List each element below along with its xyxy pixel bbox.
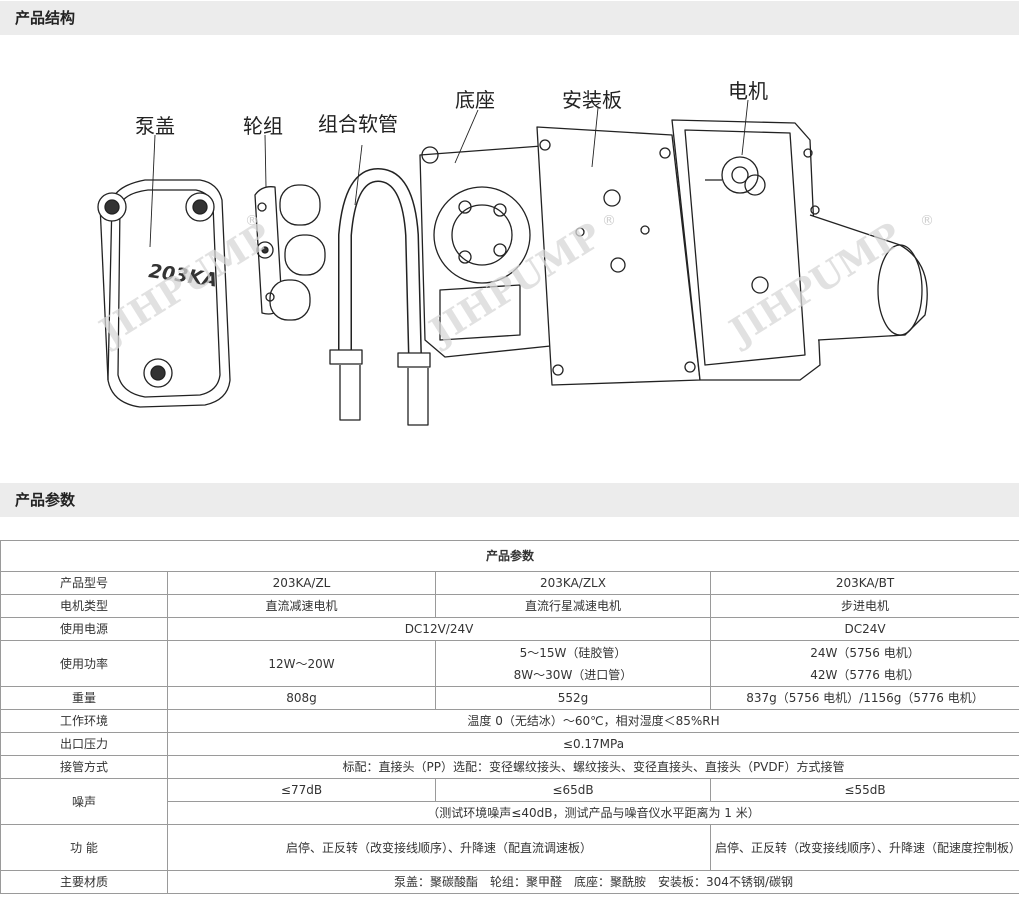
table-row: （测试环境噪声≤40dB，测试产品与噪音仪水平距离为 1 米） (1, 801, 1019, 825)
label-pump-cover: 泵盖 (135, 114, 175, 138)
cell: 808g (167, 686, 436, 710)
motor-illustration (671, 119, 928, 381)
table-row: 产品型号 203KA/ZL 203KA/ZLX 203KA/BT (0, 571, 1019, 595)
table-row: 噪声 ≤77dB ≤65dB ≤55dB (0, 778, 1019, 825)
row-label: 工作环境 (0, 709, 168, 733)
row-label: 主要材质 (0, 870, 168, 894)
section-header-structure: 产品结构 (0, 1, 1019, 35)
spec-table: 产品参数 产品型号 203KA/ZL 203KA/ZLX 203KA/BT 电机… (0, 540, 1019, 894)
section-title: 产品参数 (15, 491, 76, 509)
cell-line: 8W～30W（进口管） (513, 667, 633, 682)
table-row: 功 能 启停、正反转（改变接线顺序）、升降速（配直流调速板） 启停、正反转（改变… (0, 824, 1019, 871)
cell: 温度 0（无结冰）～60℃，相对湿度＜85%RH (166, 709, 1019, 733)
label-mount-plate: 安装板 (562, 88, 622, 112)
cell-line: 24W（5756 电机） (810, 645, 920, 660)
table-row: 重量 808g 552g 837g（5756 电机）/1156g（5776 电机… (0, 686, 1019, 710)
label-tube: 组合软管 (318, 112, 398, 136)
cell: DC12V/24V (167, 617, 711, 641)
cell: 启停、正反转（改变接线顺序）、升降速（配速度控制板） (709, 824, 1019, 871)
cell: 24W（5756 电机） 42W（5776 电机） (709, 640, 1019, 687)
row-label: 功 能 (0, 824, 168, 871)
cell: 837g（5756 电机）/1156g（5776 电机） (709, 686, 1019, 710)
pump-cover-illustration (97, 179, 231, 408)
section-title: 产品结构 (15, 9, 76, 27)
table-row: 使用电源 DC12V/24V DC24V (0, 617, 1019, 641)
cell: ≤0.17MPa (166, 732, 1019, 756)
registered-mark: ® (602, 213, 616, 229)
table-title: 产品参数 (0, 540, 1019, 572)
cell: 12W～20W (167, 640, 436, 687)
label-roller: 轮组 (243, 114, 283, 138)
cell: （测试环境噪声≤40dB，测试产品与噪音仪水平距离为 1 米） (166, 801, 1019, 825)
tube-illustration (329, 168, 431, 426)
row-label: 出口压力 (0, 732, 168, 756)
exploded-view-diagram: 203KA JIHPUMP JIHPUMP JIHPUMP ® ® ® 泵盖 轮… (90, 79, 934, 426)
roller-illustration (254, 184, 326, 321)
cell: 5～15W（硅胶管） 8W～30W（进口管） (435, 640, 711, 687)
cell: 步进电机 (709, 594, 1019, 618)
row-label: 使用功率 (0, 640, 168, 687)
table-row: 电机类型 直流减速电机 直流行星减速电机 步进电机 (0, 594, 1019, 618)
cell-line: 42W（5776 电机） (810, 667, 920, 682)
cell: ≤65dB (435, 778, 711, 802)
table-row: 主要材质 泵盖：聚碳酸酯 轮组：聚甲醛 底座：聚酰胺 安装板：304不锈钢/碳钢 (0, 870, 1019, 894)
registered-mark: ® (245, 213, 259, 229)
cell: 标配：直接头（PP）选配：变径螺纹接头、螺纹接头、变径直接头、直接头（PVDF）… (166, 755, 1019, 779)
table-row: 接管方式 标配：直接头（PP）选配：变径螺纹接头、螺纹接头、变径直接头、直接头（… (0, 755, 1019, 779)
row-label: 重量 (0, 686, 168, 710)
cell: 直流行星减速电机 (435, 594, 711, 618)
cell: ≤55dB (709, 778, 1019, 802)
row-label: 产品型号 (0, 571, 168, 595)
row-label: 接管方式 (0, 755, 168, 779)
cell: 203KA/ZL (167, 571, 436, 595)
label-motor: 电机 (728, 79, 768, 103)
cell: ≤77dB (167, 778, 436, 802)
table-row: 使用功率 12W～20W 5～15W（硅胶管） 8W～30W（进口管） 24W（… (0, 640, 1019, 687)
cell: 203KA/BT (709, 571, 1019, 595)
cell: DC24V (709, 617, 1019, 641)
table-row: 工作环境 温度 0（无结冰）～60℃，相对湿度＜85%RH (0, 709, 1019, 733)
cell: 552g (435, 686, 711, 710)
cell: 直流减速电机 (167, 594, 436, 618)
registered-mark: ® (920, 213, 934, 229)
row-label: 噪声 (0, 778, 168, 825)
cell: 启停、正反转（改变接线顺序）、升降速（配直流调速板） (167, 824, 711, 871)
label-base: 底座 (455, 88, 495, 112)
row-label: 电机类型 (0, 594, 168, 618)
table-row: 出口压力 ≤0.17MPa (0, 732, 1019, 756)
cell: 203KA/ZLX (435, 571, 711, 595)
section-header-params: 产品参数 (0, 483, 1019, 517)
cell: 泵盖：聚碳酸酯 轮组：聚甲醛 底座：聚酰胺 安装板：304不锈钢/碳钢 (166, 870, 1019, 894)
row-label: 使用电源 (0, 617, 168, 641)
cell-line: 5～15W（硅胶管） (519, 645, 627, 660)
